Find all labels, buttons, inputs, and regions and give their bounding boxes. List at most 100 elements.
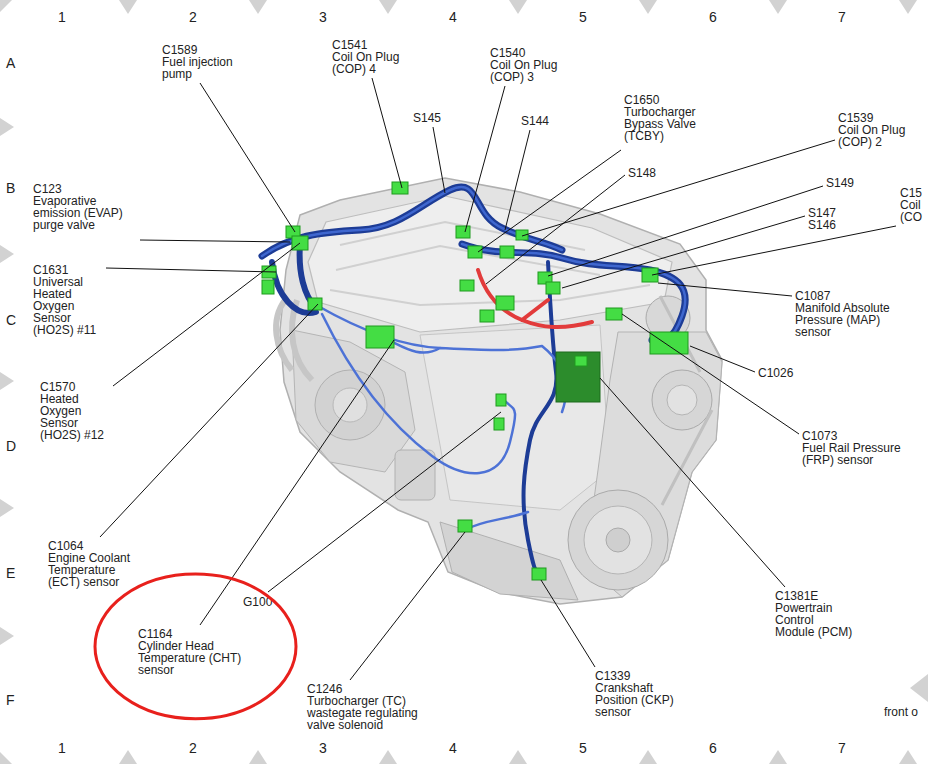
crank-pulley-hub	[606, 528, 630, 552]
connector-id: C1570	[40, 381, 75, 393]
grid-reference: 1	[58, 10, 66, 24]
callout-description: Fuel Rail Pressure (FRP) sensor	[802, 442, 920, 466]
connector	[642, 268, 658, 282]
grid-marker	[509, 750, 527, 764]
callout-description: Universal Heated Oxygen Sensor (HO2S) #1…	[33, 276, 103, 336]
grid-marker	[0, 118, 14, 136]
grid-reference: 2	[189, 741, 197, 755]
callout-description: Turbocharger (TC) wastegate regulating v…	[307, 695, 427, 731]
connector-id: C1381E	[775, 590, 818, 602]
grid-marker	[0, 499, 14, 517]
connector-id: S145	[413, 112, 441, 124]
grid-reference: 4	[449, 10, 457, 24]
callout-description: Cylinder Head Temperature (CHT) sensor	[138, 640, 262, 676]
crank-pulley	[568, 490, 668, 590]
grid-marker	[249, 750, 267, 764]
grid-marker	[639, 750, 657, 764]
connector-id: S144	[521, 115, 549, 127]
callout-description: Coil (CO	[900, 199, 924, 223]
connector-id: C1073	[802, 430, 837, 442]
grid-marker	[899, 0, 917, 14]
grid-reference: 6	[709, 741, 717, 755]
grid-marker	[379, 750, 397, 764]
callout-description: Heated Oxygen Sensor (HO2S) #12	[40, 393, 110, 441]
grid-reference: E	[6, 566, 15, 580]
grid-reference: 4	[449, 741, 457, 755]
accessory-pulley-hub	[667, 385, 697, 415]
grid-marker	[639, 0, 657, 14]
grid-reference: 3	[319, 10, 327, 24]
oil-pan	[440, 522, 578, 600]
grid-reference: 5	[579, 10, 587, 24]
connector	[262, 280, 274, 294]
harness-trunk	[262, 187, 562, 256]
grid-reference: 2	[189, 10, 197, 24]
harness-highlight	[262, 187, 685, 341]
connector-id: C1650	[624, 94, 659, 106]
callout-description: Turbocharger Bypass Valve (TCBY)	[624, 106, 716, 142]
grid-marker	[0, 245, 14, 263]
grid-marker	[0, 372, 14, 390]
leader-lines	[100, 78, 896, 680]
connector	[546, 282, 560, 294]
connector	[575, 356, 587, 366]
connector-id: C1087	[795, 290, 830, 302]
callout-description: Crankshaft Position (CKP) sensor	[595, 682, 685, 718]
callout-description: Coil On Plug (COP) 2	[838, 124, 918, 148]
grid-marker	[249, 0, 267, 14]
grid-marker	[769, 0, 787, 14]
connector-id: S148	[628, 167, 656, 179]
highlight-ellipse: C1164Cylinder Head Temperature (CHT) sen…	[93, 572, 298, 721]
connector-id: S146	[808, 219, 836, 231]
wiring-harness	[262, 187, 685, 578]
harness-wire	[318, 306, 566, 530]
connector	[496, 394, 506, 406]
connector-id: C1539	[838, 112, 873, 124]
grid-reference: C	[6, 313, 16, 327]
callout-description: Manifold Absolute Pressure (MAP) sensor	[795, 302, 900, 338]
connector	[496, 296, 514, 310]
callout-description: Coil On Plug (COP) 3	[490, 59, 570, 83]
callout-description: Engine Coolant Temperature (ECT) sensor	[48, 552, 140, 588]
grid-marker	[0, 627, 14, 645]
connector	[606, 308, 622, 320]
grid-reference: 7	[838, 741, 846, 755]
connector-id: C1064	[48, 540, 83, 552]
connector	[494, 418, 504, 430]
grid-marker	[119, 750, 137, 764]
oil-filter	[395, 450, 435, 500]
grid-reference: D	[6, 439, 16, 453]
red-wire	[478, 270, 592, 327]
grid-reference: A	[6, 56, 15, 70]
callout-description: Powertrain Control Module (PCM)	[775, 602, 855, 638]
connector-id: C1026	[758, 367, 793, 379]
connector-id: C15	[900, 187, 922, 199]
connector	[650, 332, 688, 354]
connector-id: S147	[808, 207, 836, 219]
engine-block	[280, 178, 722, 604]
connector	[460, 280, 474, 291]
connector	[468, 246, 482, 258]
front-arrow-icon	[910, 674, 928, 702]
engine	[276, 178, 722, 604]
connector-id: C1339	[595, 670, 630, 682]
connectors	[262, 182, 688, 580]
grid-marker	[899, 750, 917, 764]
grid-reference: F	[6, 693, 15, 707]
connector-id: C123	[33, 183, 62, 195]
callout-description: Fuel injection pump	[162, 56, 254, 80]
exhaust-side	[292, 330, 415, 472]
pcm-module	[556, 352, 600, 402]
accessory-pulley	[652, 370, 712, 430]
grid-marker	[0, 0, 12, 12]
grid-reference: 3	[319, 741, 327, 755]
connector	[308, 298, 322, 310]
drive-belt	[660, 296, 712, 505]
connector	[532, 568, 546, 580]
connector	[366, 326, 394, 348]
grid-marker	[0, 752, 12, 764]
grid-marker	[119, 0, 137, 14]
harness-trunk	[462, 244, 685, 341]
